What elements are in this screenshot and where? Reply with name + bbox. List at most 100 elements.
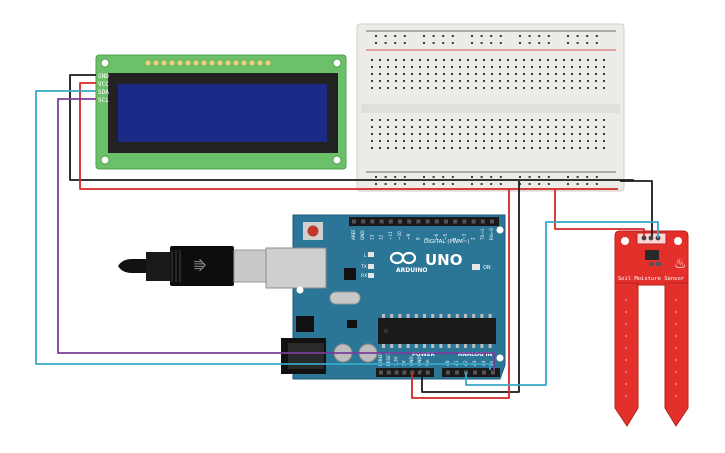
header-hole xyxy=(402,370,407,375)
lcd-pad xyxy=(145,60,151,66)
arduino-uno: ARDUINO UNO DIGITAL (PWM~) POWER ANALOG … xyxy=(265,214,506,380)
wire-lcd-scl xyxy=(57,98,495,370)
prong-dot xyxy=(625,395,627,397)
breadboard-hole xyxy=(603,66,605,68)
usb-cable: ⭆ xyxy=(118,246,269,286)
breadboard-hole xyxy=(595,73,597,75)
breadboard-rail-hole xyxy=(394,183,397,185)
breadboard-hole xyxy=(427,87,429,89)
pin-label: A1 xyxy=(454,360,459,366)
breadboard-hole xyxy=(427,73,429,75)
breadboard-hole xyxy=(451,133,453,135)
pin-label: RX←0 xyxy=(489,228,494,240)
breadboard-hole xyxy=(499,119,501,121)
breadboard-hole xyxy=(603,73,605,75)
breadboard-hole xyxy=(491,126,493,128)
chip-leg xyxy=(439,314,443,318)
lcd-pad xyxy=(161,60,167,66)
breadboard-hole xyxy=(499,66,501,68)
sensor-prong-left xyxy=(614,282,639,427)
breadboard-hole xyxy=(523,80,525,82)
breadboard-hole xyxy=(443,119,445,121)
breadboard-hole xyxy=(547,80,549,82)
usb-symbol-icon: ⭆ xyxy=(194,259,207,275)
breadboard-rail-hole xyxy=(519,176,521,178)
prong-dot xyxy=(675,299,677,301)
breadboard-hole xyxy=(427,66,429,68)
breadboard-hole xyxy=(387,80,389,82)
breadboard-hole xyxy=(411,66,413,68)
breadboard-hole xyxy=(435,133,437,135)
breadboard-hole xyxy=(523,133,525,135)
prong-dots xyxy=(625,299,677,397)
breadboard-hole xyxy=(555,73,557,75)
breadboard-hole xyxy=(387,126,389,128)
breadboard-hole xyxy=(539,80,541,82)
breadboard-hole xyxy=(595,119,597,121)
header-hole xyxy=(386,370,391,375)
breadboard-hole xyxy=(571,87,573,89)
chip-leg xyxy=(414,344,418,348)
breadboard-hole xyxy=(531,140,533,142)
chip-notch xyxy=(383,328,389,334)
breadboard-hole xyxy=(403,59,405,61)
lcd-pin-sda-label: SDA xyxy=(98,89,109,96)
arduino-mount-hole xyxy=(296,286,304,294)
breadboard-rail-hole xyxy=(471,35,473,37)
breadboard-hole xyxy=(483,59,485,61)
breadboard-rail-hole xyxy=(547,183,550,185)
wire-sensor-signal xyxy=(465,221,659,386)
breadboard-hole xyxy=(507,59,509,61)
breadboard-hole xyxy=(371,133,373,135)
pin-label: TX→1 xyxy=(480,228,485,241)
breadboard-hole xyxy=(443,66,445,68)
breadboard-hole xyxy=(563,133,565,135)
lcd-mount-hole xyxy=(332,155,342,165)
soil-moisture-sensor: ♨ Soil Moisture Sensor xyxy=(614,230,689,427)
breadboard-hole xyxy=(595,126,597,128)
header-hole xyxy=(418,370,422,375)
breadboard-rail-hole xyxy=(423,183,425,185)
breadboard-hole xyxy=(451,59,453,61)
breadboard-hole xyxy=(539,126,541,128)
header-hole xyxy=(352,219,356,224)
breadboard-rail-hole xyxy=(403,183,406,185)
l-label: L xyxy=(364,253,367,259)
breadboard-hole xyxy=(499,126,501,128)
breadboard-rail-hole xyxy=(403,176,406,178)
breadboard-hole xyxy=(419,140,421,142)
pin-label: ~5 xyxy=(443,233,448,240)
breadboard-rail-hole xyxy=(490,42,493,44)
reset-button[interactable] xyxy=(307,225,319,237)
breadboard-hole xyxy=(379,147,381,149)
breadboard-hole xyxy=(547,147,549,149)
breadboard-hole xyxy=(571,119,573,121)
breadboard-hole xyxy=(371,73,373,75)
breadboard-hole xyxy=(547,59,549,61)
breadboard-hole xyxy=(451,66,453,68)
breadboard-hole xyxy=(547,140,549,142)
breadboard-hole xyxy=(419,133,421,135)
breadboard-hole xyxy=(387,87,389,89)
breadboard-hole xyxy=(395,140,397,142)
breadboard-rail-hole xyxy=(423,176,425,178)
wire-gnd-arduino xyxy=(421,181,520,393)
lcd-pad xyxy=(193,60,199,66)
breadboard-hole xyxy=(507,133,509,135)
breadboard-hole xyxy=(483,133,485,135)
breadboard-hole xyxy=(507,147,509,149)
breadboard-rail-hole xyxy=(384,35,387,37)
breadboard-hole xyxy=(491,59,493,61)
breadboard-hole xyxy=(555,119,557,121)
breadboard-hole xyxy=(483,87,485,89)
breadboard-hole xyxy=(395,73,397,75)
breadboard-hole xyxy=(523,73,525,75)
breadboard-rail-hole xyxy=(375,183,377,185)
pin-label: GND xyxy=(360,230,365,240)
breadboard-rail-hole xyxy=(595,35,598,37)
usb-cable-end xyxy=(118,259,148,273)
prong-dot xyxy=(625,323,627,325)
breadboard-hole xyxy=(395,147,397,149)
chip-leg xyxy=(439,344,443,348)
breadboard-rail-hole xyxy=(547,176,550,178)
